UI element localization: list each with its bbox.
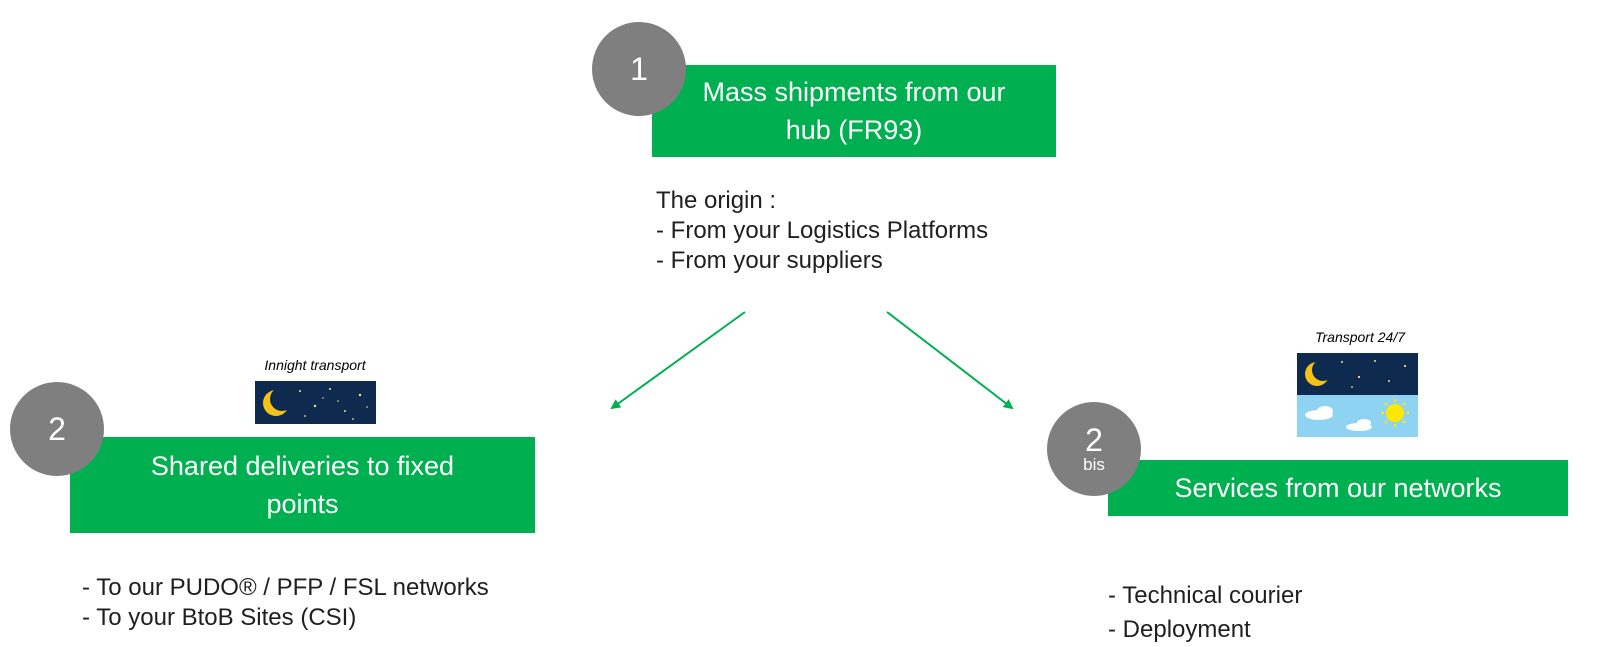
step2-caption: Innight transport [264, 357, 366, 373]
step2-title-line2: points [266, 489, 339, 519]
step2bis-items: - Technical courier - Deployment [1108, 579, 1302, 647]
step2bis-caption: Transport 24/7 [1314, 329, 1405, 345]
step1-title-line2: hub (FR93) [785, 115, 923, 145]
step1-title-line1: Mass shipments from our [702, 77, 1006, 107]
list-item: - Deployment [1108, 616, 1251, 643]
step2bis-sub: bis [1083, 455, 1105, 474]
step2bis-title: Services from our networks [1174, 473, 1502, 503]
step2-number: 2 [48, 411, 66, 447]
origin-line: - From your Logistics Platforms [656, 217, 989, 244]
step1-number: 1 [630, 51, 648, 87]
step2-number-badge: 2 [10, 382, 104, 476]
step2-items: - To our PUDO® / PFP / FSL networks - To… [82, 573, 489, 633]
origin-line: - From your suppliers [656, 247, 883, 274]
step1-number-badge: 1 [592, 22, 686, 116]
arrow-to-step2 [610, 311, 746, 410]
night-sky-moon-icon [255, 381, 376, 424]
list-item: - To your BtoB Sites (CSI) [82, 604, 357, 631]
night-day-sky-icon [1297, 353, 1418, 437]
step2bis-number: 2 [1085, 422, 1103, 458]
step2-title: Shared deliveries to fixed points [151, 447, 454, 523]
arrow-to-step2bis [886, 311, 1014, 410]
list-item: - Technical courier [1108, 582, 1303, 609]
step2-title-line1: Shared deliveries to fixed [150, 451, 455, 481]
step2bis-number-badge: 2 bis [1047, 402, 1141, 496]
step2bis-title-box: Services from our networks [1108, 460, 1568, 516]
step1-title: Mass shipments from our hub (FR93) [702, 73, 1005, 149]
step2-title-box: Shared deliveries to fixed points [70, 437, 535, 533]
step1-title-box: Mass shipments from our hub (FR93) [652, 65, 1056, 157]
origin-line: The origin : [656, 187, 777, 214]
list-item: - To our PUDO® / PFP / FSL networks [82, 574, 489, 601]
step1-origin-list: The origin : - From your Logistics Platf… [656, 186, 988, 276]
